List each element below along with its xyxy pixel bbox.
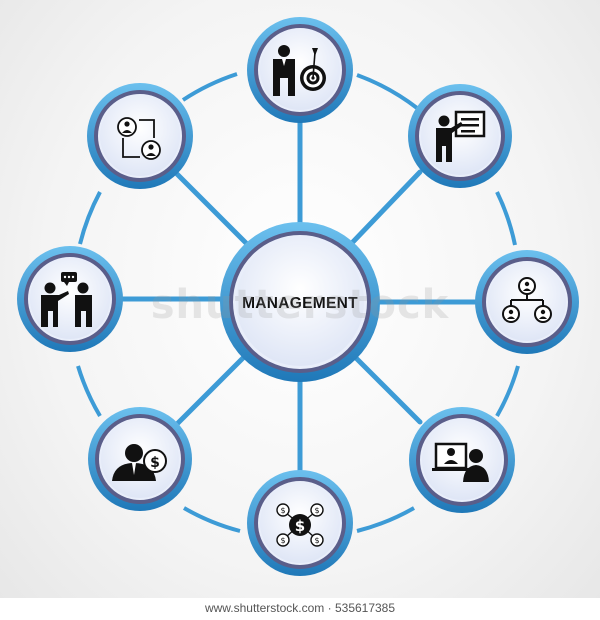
outer-ring xyxy=(76,72,520,533)
ring-arc-6 xyxy=(76,365,102,418)
node-presentation xyxy=(408,84,512,188)
ring-arc-7 xyxy=(78,191,102,245)
node-payment: $ xyxy=(88,407,192,511)
money-flow-icon: $ $ $ $ $ xyxy=(276,503,324,547)
businessman-dollar-icon: $ xyxy=(112,444,167,481)
svg-text:$: $ xyxy=(280,506,285,515)
svg-text:$: $ xyxy=(295,517,305,535)
org-hierarchy-icon xyxy=(502,277,552,323)
node-hierarchy xyxy=(475,250,579,354)
video-meeting-icon xyxy=(432,442,489,482)
ring-arc-2 xyxy=(495,191,517,246)
ring-arc-1 xyxy=(356,73,419,110)
people-workflow-icon xyxy=(117,117,161,160)
spoke-presentation xyxy=(347,169,423,248)
ring-arc-3 xyxy=(495,365,520,417)
businessman-target-icon xyxy=(273,45,326,96)
ring-arc-5 xyxy=(182,506,241,533)
svg-text:$: $ xyxy=(150,455,160,471)
ring-arc-4 xyxy=(356,506,415,533)
node-money: $ $ $ $ $ xyxy=(247,470,353,576)
spokes xyxy=(119,119,481,478)
node-target xyxy=(247,17,353,123)
spoke-workflow xyxy=(173,170,249,246)
center-hub: MANAGEMENT xyxy=(220,222,380,382)
spoke-online xyxy=(350,352,423,425)
ring-arc-8 xyxy=(181,72,238,102)
center-label: MANAGEMENT xyxy=(242,295,358,312)
discussion-icon xyxy=(41,272,92,327)
svg-text:$: $ xyxy=(314,506,319,515)
presentation-board-icon xyxy=(436,110,486,162)
spoke-payment xyxy=(173,352,249,428)
svg-text:$: $ xyxy=(314,536,319,545)
node-discussion xyxy=(17,246,123,352)
svg-text:$: $ xyxy=(280,536,285,545)
footer-credit: www.shutterstock.com · 535617385 xyxy=(0,598,600,620)
node-workflow xyxy=(87,83,193,189)
node-online xyxy=(409,407,515,513)
